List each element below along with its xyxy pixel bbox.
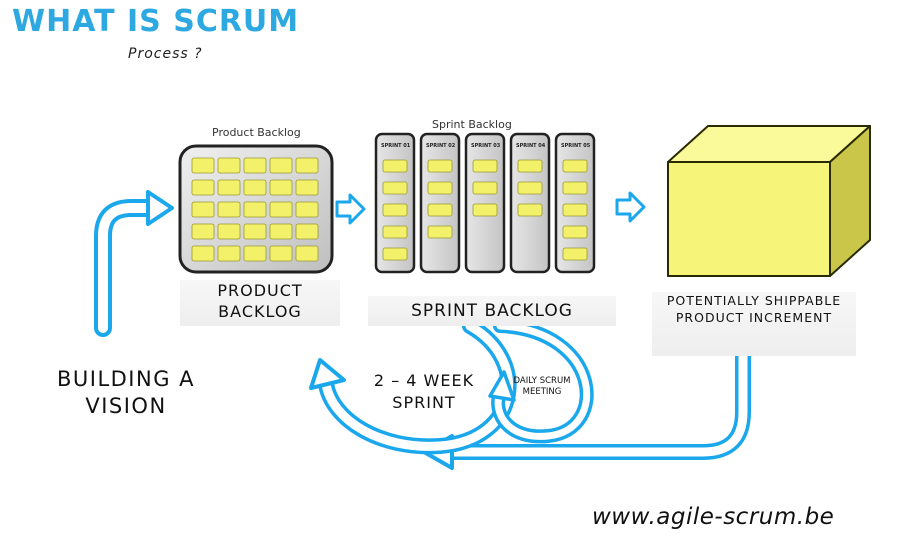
sprint-sticky-note (562, 247, 588, 261)
sprint-column-label: SPRINT 01 (381, 143, 411, 149)
diagram-title: WHAT IS SCRUM (12, 4, 300, 39)
sprint-cycle-arrow (309, 318, 517, 455)
backlog-sticky-note (191, 179, 215, 196)
arrow-to-increment (615, 191, 646, 223)
sprint-backlog-label: SPRINT BACKLOG (368, 296, 616, 326)
sprint-sticky-note (427, 225, 453, 239)
backlog-sticky-note (295, 245, 319, 262)
sprint-sticky-note (427, 203, 453, 217)
backlog-sticky-note (217, 179, 241, 196)
sprint-column-label: SPRINT 02 (426, 143, 456, 149)
backlog-sticky-note (217, 245, 241, 262)
backlog-sticky-note (217, 201, 241, 218)
sprint-sticky-note (562, 225, 588, 239)
backlog-sticky-note (295, 179, 319, 196)
backlog-sticky-note (243, 179, 267, 196)
sprint-backlog-caption: Sprint Backlog (432, 118, 512, 131)
sprint-duration-label: 2 – 4 WEEK SPRINT (373, 371, 475, 412)
backlog-sticky-note (217, 223, 241, 240)
arrow-to-sprint-backlog (335, 193, 366, 225)
sprint-sticky-note (382, 247, 408, 261)
sprint-column (419, 132, 461, 274)
product-backlog-stickies (191, 157, 319, 262)
backlog-sticky-note (269, 245, 293, 262)
sprint-sticky-note (517, 159, 543, 173)
backlog-sticky-note (243, 201, 267, 218)
sprint-sticky-note (427, 159, 453, 173)
diagram-subtitle: Process ? (128, 46, 203, 62)
product-backlog-box (178, 144, 334, 274)
sprint-sticky-note (517, 203, 543, 217)
backlog-sticky-note (191, 201, 215, 218)
product-increment-cube (667, 125, 871, 277)
backlog-sticky-note (243, 157, 267, 174)
backlog-sticky-note (191, 245, 215, 262)
sprint-sticky-note (427, 181, 453, 195)
sprint-sticky-note (562, 159, 588, 173)
product-backlog-caption: Product Backlog (212, 126, 301, 139)
sprint-sticky-note (382, 203, 408, 217)
backlog-sticky-note (243, 223, 267, 240)
sprint-sticky-note (472, 159, 498, 173)
backlog-sticky-note (269, 201, 293, 218)
sprint-sticky-note (472, 203, 498, 217)
sprint-sticky-note (382, 181, 408, 195)
backlog-sticky-note (295, 223, 319, 240)
backlog-sticky-note (295, 201, 319, 218)
daily-scrum-label: DAILY SCRUM MEETING (513, 376, 571, 397)
sprint-sticky-note (382, 225, 408, 239)
product-increment-label: POTENTIALLY SHIPPABLE PRODUCT INCREMENT (652, 292, 856, 356)
sprint-column-label: SPRINT 04 (516, 143, 546, 149)
daily-scrum-loop-arrow (488, 319, 594, 444)
sprint-sticky-note (562, 181, 588, 195)
sprint-column-label: SPRINT 03 (471, 143, 501, 149)
backlog-sticky-note (295, 157, 319, 174)
sprint-backlog-columns (374, 132, 596, 274)
building-vision-label: BUILDING A VISION (56, 367, 196, 418)
sprint-column (464, 132, 506, 274)
vision-arrow (94, 190, 174, 337)
sprint-sticky-note (472, 181, 498, 195)
backlog-sticky-note (269, 223, 293, 240)
sprint-sticky-note (517, 181, 543, 195)
backlog-sticky-note (269, 179, 293, 196)
backlog-sticky-note (217, 157, 241, 174)
product-backlog-label: PRODUCT BACKLOG (180, 280, 340, 326)
backlog-sticky-note (269, 157, 293, 174)
sprint-column-label: SPRINT 05 (561, 143, 591, 149)
backlog-sticky-note (191, 157, 215, 174)
backlog-sticky-note (191, 223, 215, 240)
sprint-sticky-note (562, 203, 588, 217)
backlog-sticky-note (243, 245, 267, 262)
website-url: www.agile-scrum.be (592, 504, 835, 530)
sprint-column (509, 132, 551, 274)
sprint-sticky-note (382, 159, 408, 173)
